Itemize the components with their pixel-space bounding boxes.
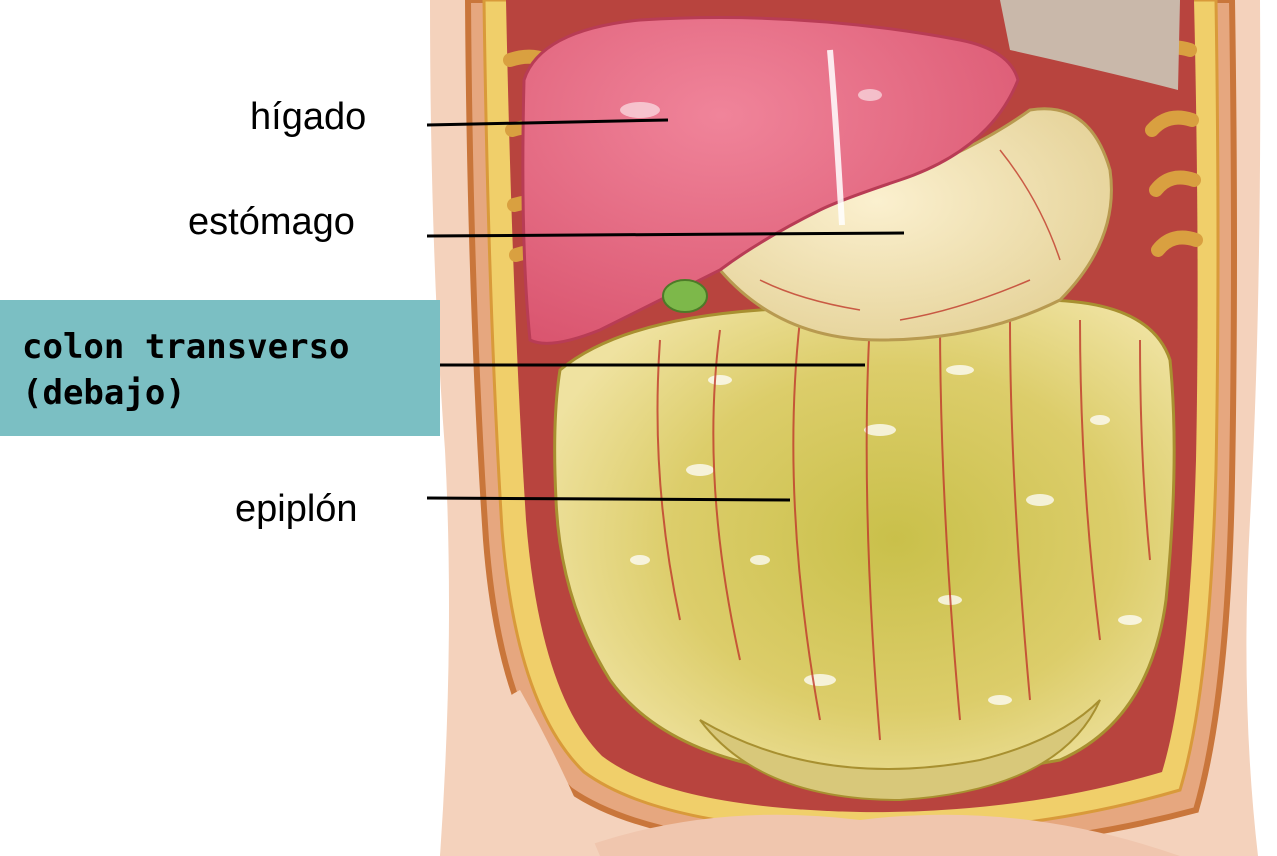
stomach-label: estómago bbox=[188, 203, 355, 241]
liver-label: hígado bbox=[250, 98, 366, 136]
colon-label-line1: colon transverso bbox=[22, 324, 350, 370]
gallbladder bbox=[663, 280, 707, 312]
colon-label: colon transverso (debajo) bbox=[22, 324, 350, 416]
colon-label-line2: (debajo) bbox=[22, 370, 350, 416]
omentum-label: epiplón bbox=[235, 490, 358, 528]
omentum-leader-line bbox=[427, 498, 790, 500]
